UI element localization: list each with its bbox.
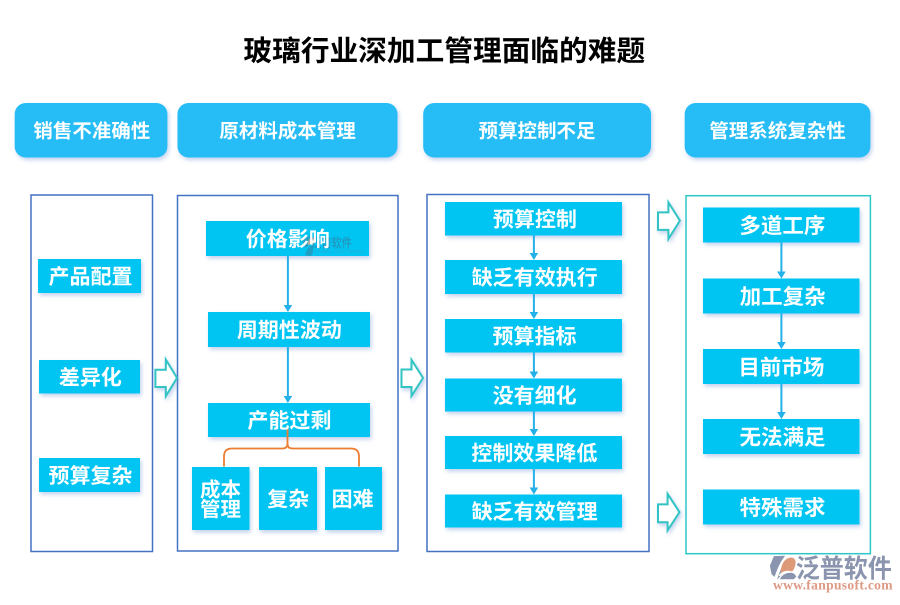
svg-text:www.fanpusoft.com: www.fanpusoft.com	[773, 578, 893, 593]
svg-text:FANPU SOFTWARE: FANPU SOFTWARE	[315, 249, 364, 254]
